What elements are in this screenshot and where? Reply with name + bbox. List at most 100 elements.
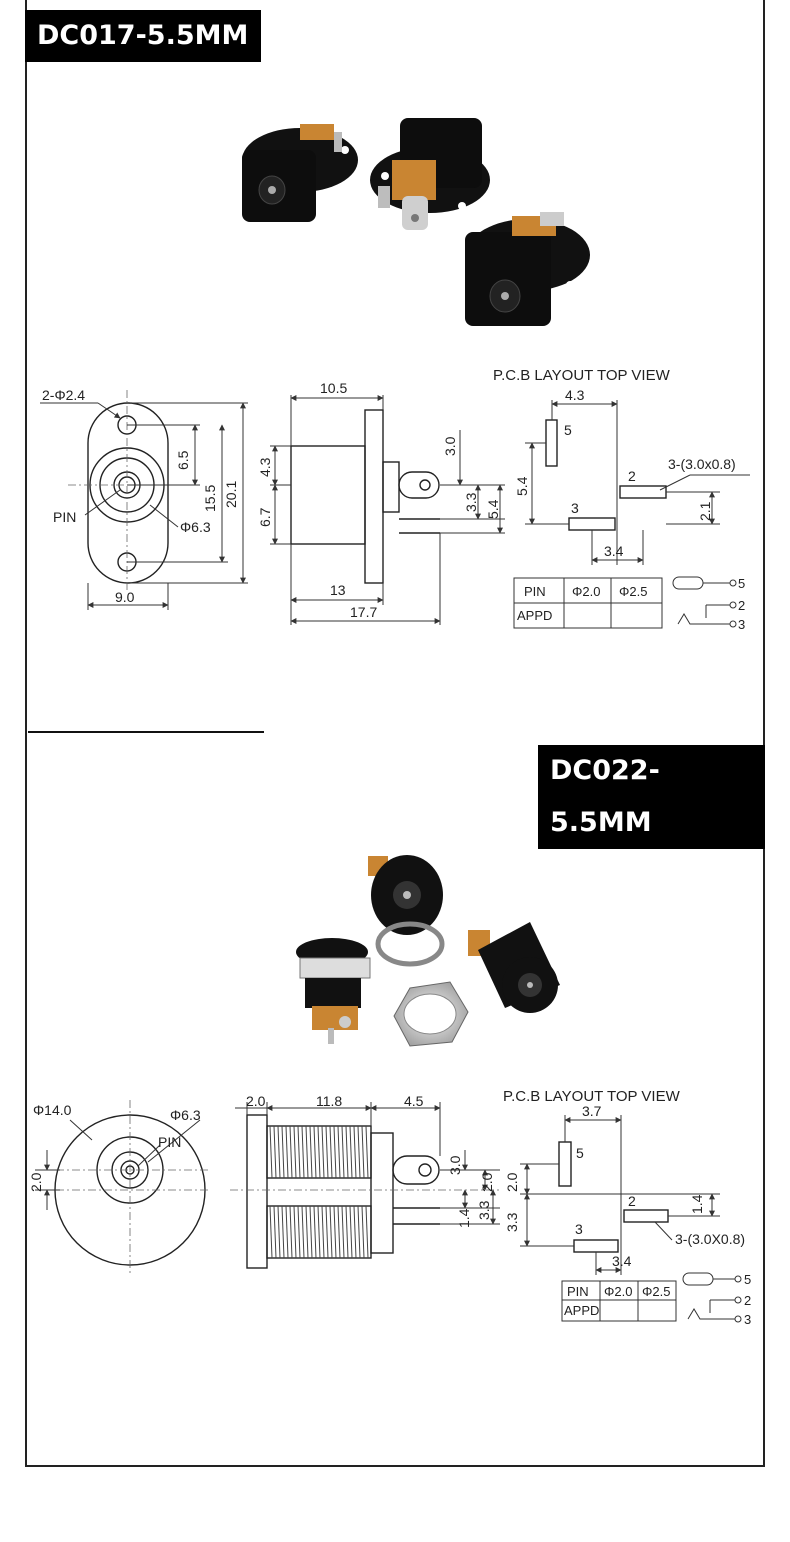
thread-line	[345, 1205, 349, 1259]
dc017-side-5-4: 5.4	[485, 499, 501, 519]
thread-line	[317, 1205, 321, 1259]
dc022-pcb-pad5: 5	[576, 1145, 584, 1161]
thread-line	[269, 1125, 273, 1179]
dc017-pcb-pad5: 5	[564, 422, 572, 438]
jack-photo-c	[468, 922, 560, 1013]
thread-line	[337, 1205, 341, 1259]
dc022-pcb-3-3: 3.3	[504, 1212, 520, 1232]
thread-line	[289, 1125, 293, 1179]
thread-line	[301, 1125, 305, 1179]
dc017-product-photo	[242, 118, 590, 326]
thread-line	[309, 1125, 313, 1179]
dc017-table-appd: APPD	[517, 608, 552, 623]
dc017-pcb-2-1: 2.1	[697, 501, 713, 521]
dc022-side-view: /* thread hatch drawn by script below */	[230, 1102, 500, 1269]
dc022-side-2-0b: 2.0	[479, 1172, 495, 1192]
thread-line	[321, 1205, 325, 1259]
dc017-width-label: 9.0	[115, 589, 135, 605]
thread-line	[337, 1125, 341, 1179]
dc022-pcb-3-7: 3.7	[582, 1103, 602, 1119]
dc022-pcb-header: P.C.B LAYOUT TOP VIEW	[503, 1088, 681, 1105]
dc017-pcb-4-3: 4.3	[565, 387, 585, 403]
thread-line	[297, 1125, 301, 1179]
dc022-side-4-5: 4.5	[404, 1093, 424, 1109]
dc022-schem-3: 3	[744, 1312, 751, 1327]
thread-line	[329, 1125, 333, 1179]
dc022-front-dia2: Φ6.3	[170, 1107, 201, 1123]
dc017-pin-label: PIN	[53, 509, 76, 525]
dc017-side-13: 13	[330, 582, 346, 598]
thread-line	[325, 1205, 329, 1259]
dc017-dia-label: Φ6.3	[180, 519, 211, 535]
section2-title: DC022-5.5MM	[538, 745, 765, 849]
thread-line	[361, 1125, 365, 1179]
jack-photo-2	[370, 118, 490, 230]
dc017-front-view	[40, 390, 248, 610]
thread-line	[321, 1125, 325, 1179]
dc022-schem-2: 2	[744, 1293, 751, 1308]
dc017-schematic	[672, 576, 737, 628]
thread-line	[273, 1125, 277, 1179]
dc017-side-3-3: 3.3	[463, 492, 479, 512]
thread-line	[313, 1205, 317, 1259]
dc022-front-pin: PIN	[158, 1134, 181, 1150]
dc017-side-4-3: 4.3	[257, 457, 273, 477]
hex-nut-photo	[393, 981, 469, 1047]
dc017-pcb-layout	[525, 400, 750, 565]
section1-title: DC017-5.5MM	[25, 10, 261, 62]
thread-line	[365, 1205, 369, 1259]
thread-line	[341, 1205, 345, 1259]
dc017-side-17-7: 17.7	[350, 604, 377, 620]
thread-line	[281, 1125, 285, 1179]
dc022-table-pin: PIN	[567, 1284, 589, 1299]
dc017-schem-5: 5	[738, 576, 745, 591]
dc017-table-phi2: Φ2.0	[572, 584, 600, 599]
thread-line	[361, 1205, 365, 1259]
dc017-pcb-pads: 3-(3.0x0.8)	[668, 456, 736, 472]
dc017-pin-table	[513, 577, 663, 629]
dc017-side-view	[270, 395, 505, 625]
thread-line	[293, 1205, 297, 1259]
section-divider	[28, 731, 264, 733]
dc022-pcb-2-0: 2.0	[504, 1172, 520, 1192]
jack-photo-1	[242, 124, 358, 222]
thread-line	[349, 1125, 353, 1179]
dc017-table-pin: PIN	[524, 584, 546, 599]
thread-line	[273, 1205, 277, 1259]
dc017-pcb-3-4: 3.4	[604, 543, 624, 559]
dc022-pcb-pads: 3-(3.0X0.8)	[675, 1231, 745, 1247]
dc017-side-3-0: 3.0	[442, 436, 458, 456]
thread-line	[277, 1205, 281, 1259]
dc022-table-appd: APPD	[564, 1303, 599, 1318]
thread-line	[357, 1205, 361, 1259]
thread-line	[341, 1125, 345, 1179]
thread-line	[349, 1205, 353, 1259]
dc022-side-2-0: 2.0	[246, 1093, 266, 1109]
thread-line	[313, 1125, 317, 1179]
dc017-pcb-pad3: 3	[571, 500, 579, 516]
dc022-product-photo	[296, 855, 560, 1047]
dc017-dim-15-5: 15.5	[202, 485, 218, 512]
dc022-schem-5: 5	[744, 1272, 751, 1287]
dc022-schematic	[682, 1272, 742, 1323]
dc017-pcb-5-4: 5.4	[514, 476, 530, 496]
thread-line	[353, 1205, 357, 1259]
dc022-pin-table	[561, 1280, 677, 1322]
dc017-dim-20-1: 20.1	[223, 481, 239, 508]
jack-photo-3	[465, 212, 590, 326]
dc022-side-3-0: 3.0	[447, 1155, 463, 1175]
thread-line	[345, 1125, 349, 1179]
thread-line	[329, 1205, 333, 1259]
dc022-pcb-pad2: 2	[628, 1193, 636, 1209]
thread-line	[301, 1205, 305, 1259]
dc022-table-phi2: Φ2.0	[604, 1284, 632, 1299]
thread-line	[281, 1205, 285, 1259]
dc017-schem-2: 2	[738, 598, 745, 613]
thread-line	[325, 1125, 329, 1179]
thread-line	[285, 1125, 289, 1179]
thread-line	[333, 1205, 337, 1259]
dc022-pcb-1-4: 1.4	[689, 1194, 705, 1214]
thread-line	[305, 1125, 309, 1179]
thread-line	[277, 1125, 281, 1179]
